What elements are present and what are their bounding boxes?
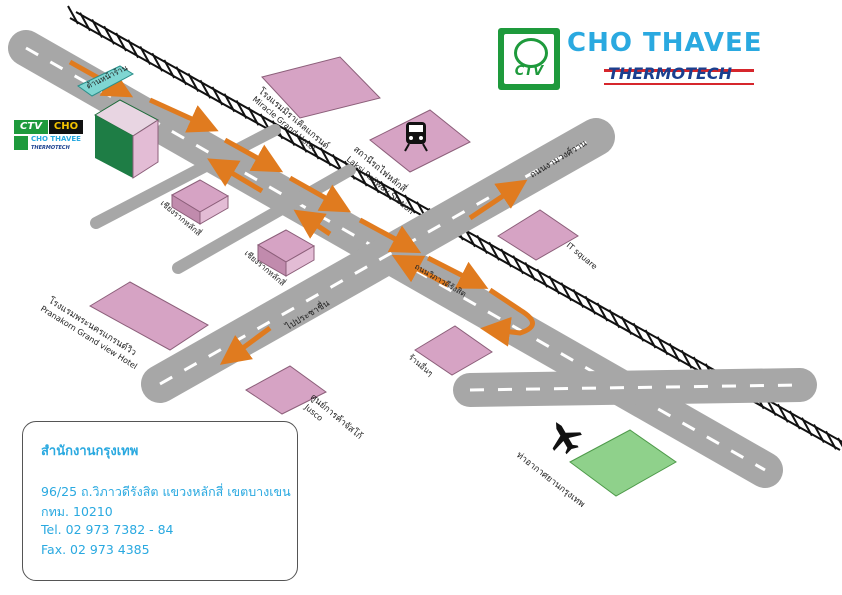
railway-tie [139,46,152,65]
railway-tie [680,349,693,369]
airport-area [569,429,677,497]
building-pranakorn [88,281,209,351]
leaf-ring-icon [514,38,548,68]
road-side-1 [90,124,281,229]
building-chiangrak-1 [170,179,230,225]
railway-tie [91,19,103,38]
building-miracle-hotel [261,56,381,119]
office-city: กทม. 10210 [41,504,113,519]
railway-tie [163,59,176,79]
railway-tie [235,100,248,119]
railway-tie [560,282,573,302]
railway-tie [295,133,308,153]
railway-tie [668,343,681,362]
road-ngamwongwan [453,368,817,407]
railway-tie [151,52,164,72]
mini-logo-name: CHO THAVEE [31,135,81,143]
mini-logo: CTV CHO CHO THAVEE THERMOTECH [14,120,84,160]
railway-tie [837,437,842,448]
ctv-logo-text: CTV [514,64,544,79]
railway-tie [584,295,597,315]
railway-tie [789,410,801,430]
railway-tie [175,66,188,86]
railway-tie [488,241,500,261]
railway-tie [391,187,404,207]
railway-tie [367,174,380,194]
railway-tie [223,93,236,113]
railway-tie [656,336,669,356]
ctv-logo-icon: CTV [498,28,560,90]
railway-tie [307,140,320,160]
railway-tie [536,268,549,288]
railway-tie [620,316,633,335]
building-it-square [497,209,579,261]
railway-tie [524,262,537,281]
mini-logo-sub: THERMOTECH [31,145,70,151]
office-building-icon [93,99,159,179]
brand-subtitle-box: THERMOTECH [604,62,754,86]
railway-tie [187,73,200,92]
office-title: สำนักงานกรุงเทพ [41,444,139,459]
label-it-square: IT square [565,241,599,272]
railway-tie [115,32,127,52]
mini-logo-cho: CHO [49,120,83,134]
railway-tie [476,235,488,254]
railway-tie [67,5,79,25]
railway-tie [355,167,368,187]
office-tel: Tel. 02 973 7382 - 84 [41,522,174,537]
railway-tie [548,275,561,295]
railway-tie [404,194,416,214]
building-chiangrak-2 [256,229,316,277]
airplane-icon [552,422,582,455]
railway-tie [572,289,585,308]
train-icon [404,122,428,152]
building-jusco [245,365,327,415]
office-address: 96/25 ถ.วิภาวดีรังสิต แขวงหลักสี่ เขตบาง… [41,484,291,499]
railway-tie [776,403,789,423]
railway-tie [813,424,825,443]
building-shop-right [414,325,493,376]
brand-name: CHO THAVEE [567,28,763,58]
railway-tie [319,147,332,167]
shop-sign [77,65,135,97]
railway-tie [211,86,224,106]
traffic-arrows [68,59,535,365]
railway-tie [608,309,621,329]
brand-subtitle: THERMOTECH [608,64,733,83]
mini-logo-ctv: CTV [14,120,48,134]
railway-tie [79,12,91,32]
railway-tie [825,430,837,450]
railway-tie [283,127,296,146]
railway-tie [512,255,525,275]
railway-tie [247,106,260,126]
railway-tie [801,417,813,437]
railway-tie [500,248,512,268]
railway-tie [199,79,212,99]
mini-ctv-icon [14,136,28,150]
office-fax: Fax. 02 973 4385 [41,542,150,557]
railway-tie [127,39,140,59]
railway-tie [596,302,609,322]
office-info-box: สำนักงานกรุงเทพ 96/25 ถ.วิภาวดีรังสิต แข… [22,421,298,581]
railway-tie [632,322,645,342]
railway-tie [103,25,115,45]
railway-tie [379,181,392,200]
railway-tie [644,329,657,349]
